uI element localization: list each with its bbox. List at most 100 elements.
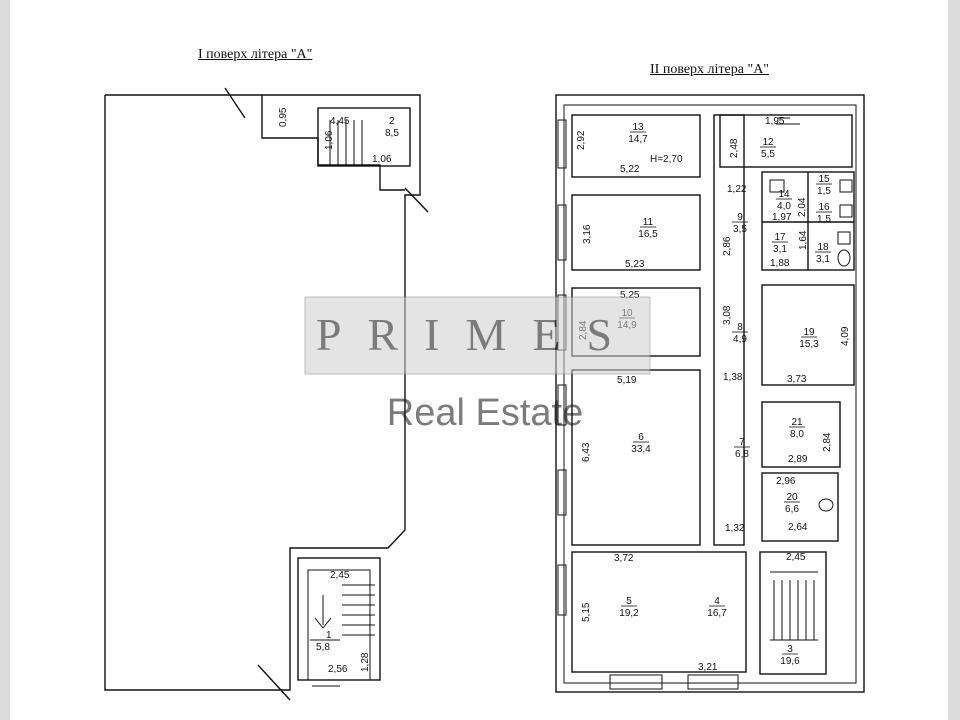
floor2-dim-labels: 2,92 5,22 H=2,70 2,48 1,95 1,22 2,04 1,97 3,16 5,…	[576, 116, 851, 673]
room-number: 11	[643, 217, 654, 228]
room-area: 4,9	[733, 334, 747, 345]
room-number: 13	[632, 122, 644, 133]
floor1-plan	[104, 87, 429, 701]
dimension-label: 2,64	[788, 522, 808, 533]
dimension-label: 3,08	[722, 305, 733, 325]
room-5-4	[571, 551, 747, 673]
room-number: 21	[791, 417, 803, 428]
room-number: 16	[818, 202, 830, 213]
room-number: 4	[714, 596, 720, 607]
floor1-room-area: 5,8	[316, 642, 330, 653]
page-frame-left	[0, 0, 10, 720]
room-number: 8	[737, 322, 743, 333]
dimension-label: 5,25	[620, 290, 640, 301]
dimension-label: 1,22	[727, 184, 747, 195]
floor1-dim: 2,56	[328, 664, 348, 675]
room-number: 14	[778, 189, 790, 200]
floor1-room-number: 1	[326, 630, 332, 641]
room-19	[761, 284, 855, 386]
room-area: 15,3	[799, 339, 819, 350]
room-number: 18	[817, 242, 829, 253]
room-area: 1,5	[817, 214, 831, 225]
room-area: 14,7	[628, 134, 648, 145]
watermark: PRIMES Real Estate	[304, 296, 651, 434]
page-frame-right	[948, 0, 960, 720]
room-number: 7	[739, 437, 745, 448]
watermark-logo: PRIMES	[316, 309, 638, 360]
room-area: 6,6	[785, 504, 799, 515]
room-area: 16,5	[638, 229, 658, 240]
room-number: 17	[774, 232, 786, 243]
room-number: 5	[626, 596, 632, 607]
room-3-stair	[759, 551, 827, 675]
floor1-labels: 0,95 4,45 1,06 1,06 2 8,5 2,45 2,56 1,28…	[278, 107, 399, 675]
room-12	[719, 114, 853, 168]
room-11	[571, 194, 701, 271]
dimension-label: 4,09	[840, 326, 851, 346]
room-area: 8,0	[790, 429, 804, 440]
watermark-logo-box	[304, 296, 651, 375]
room-21	[761, 401, 841, 468]
watermark-tagline: Real Estate	[387, 392, 583, 434]
floor1-dim-mark	[224, 87, 246, 119]
floor2-title: II поверх літера "А"	[650, 62, 770, 77]
dimension-label: 1,64	[798, 230, 809, 250]
dimension-label: 2,86	[722, 236, 733, 256]
dimension-label: 2,04	[797, 197, 808, 217]
floor1-dim-mark	[404, 187, 429, 213]
room-area: 3,1	[816, 254, 830, 265]
room-area: 3,1	[773, 244, 787, 255]
room-area: 3,5	[733, 224, 747, 235]
floor1-dim: 4,45	[330, 116, 350, 127]
dimension-label: 2,45	[786, 552, 806, 563]
room-number: 12	[762, 137, 774, 148]
dimension-label: 5,22	[620, 164, 640, 175]
dimension-label: 6,43	[581, 442, 592, 462]
room-area: 6,8	[735, 449, 749, 460]
dimension-label: 2,89	[788, 454, 808, 465]
room-area: 1,5	[817, 186, 831, 197]
dimension-label: 2,84	[822, 432, 833, 452]
dimension-label: 1,38	[723, 372, 743, 383]
dimension-label: 5,15	[581, 602, 592, 622]
room-area: 19,2	[619, 608, 639, 619]
room-area: 16,7	[707, 608, 727, 619]
floor1-room-number: 2	[389, 116, 395, 127]
floor1-dim: 2,45	[330, 570, 350, 581]
room-area: 33,4	[631, 444, 651, 455]
room-13	[571, 114, 701, 178]
floor1-title: I поверх літера "А"	[198, 47, 313, 62]
floor1-dim: 1,28	[360, 652, 371, 672]
floor1-dim: 1,06	[324, 130, 335, 150]
dimension-label: 2,48	[729, 138, 740, 158]
dimension-label: 1,95	[765, 116, 785, 127]
dimension-label: 2,92	[576, 130, 587, 150]
dimension-label: H=2,70	[650, 154, 683, 165]
room-number: 9	[737, 212, 743, 223]
room-number: 15	[818, 174, 830, 185]
dimension-label: 5,23	[625, 259, 645, 270]
floor2-outer-wall	[555, 94, 865, 693]
room-number: 3	[787, 644, 793, 655]
dimension-label: 5,19	[617, 375, 637, 386]
dimension-label: 3,72	[614, 553, 634, 564]
dimension-label: 3,16	[582, 224, 593, 244]
floor1-outer-wall	[104, 94, 421, 691]
room-20	[761, 472, 839, 542]
floor1-room-area: 8,5	[385, 128, 399, 139]
dimension-label: 3,21	[698, 662, 718, 673]
dimension-label: 1,32	[725, 523, 745, 534]
room-number: 20	[786, 492, 798, 503]
floor1-top-stair	[317, 107, 411, 167]
dimension-label: 3,73	[787, 374, 807, 385]
floor1-dim-mark	[257, 664, 291, 701]
dimension-label: 1,97	[772, 212, 792, 223]
dimension-label: 1,88	[770, 258, 790, 269]
room-area: 5,5	[761, 149, 775, 160]
floor1-dim: 0,95	[278, 107, 289, 127]
dimension-label: 2,96	[776, 476, 796, 487]
room-area: 19,6	[780, 656, 800, 667]
room-number: 19	[803, 327, 815, 338]
